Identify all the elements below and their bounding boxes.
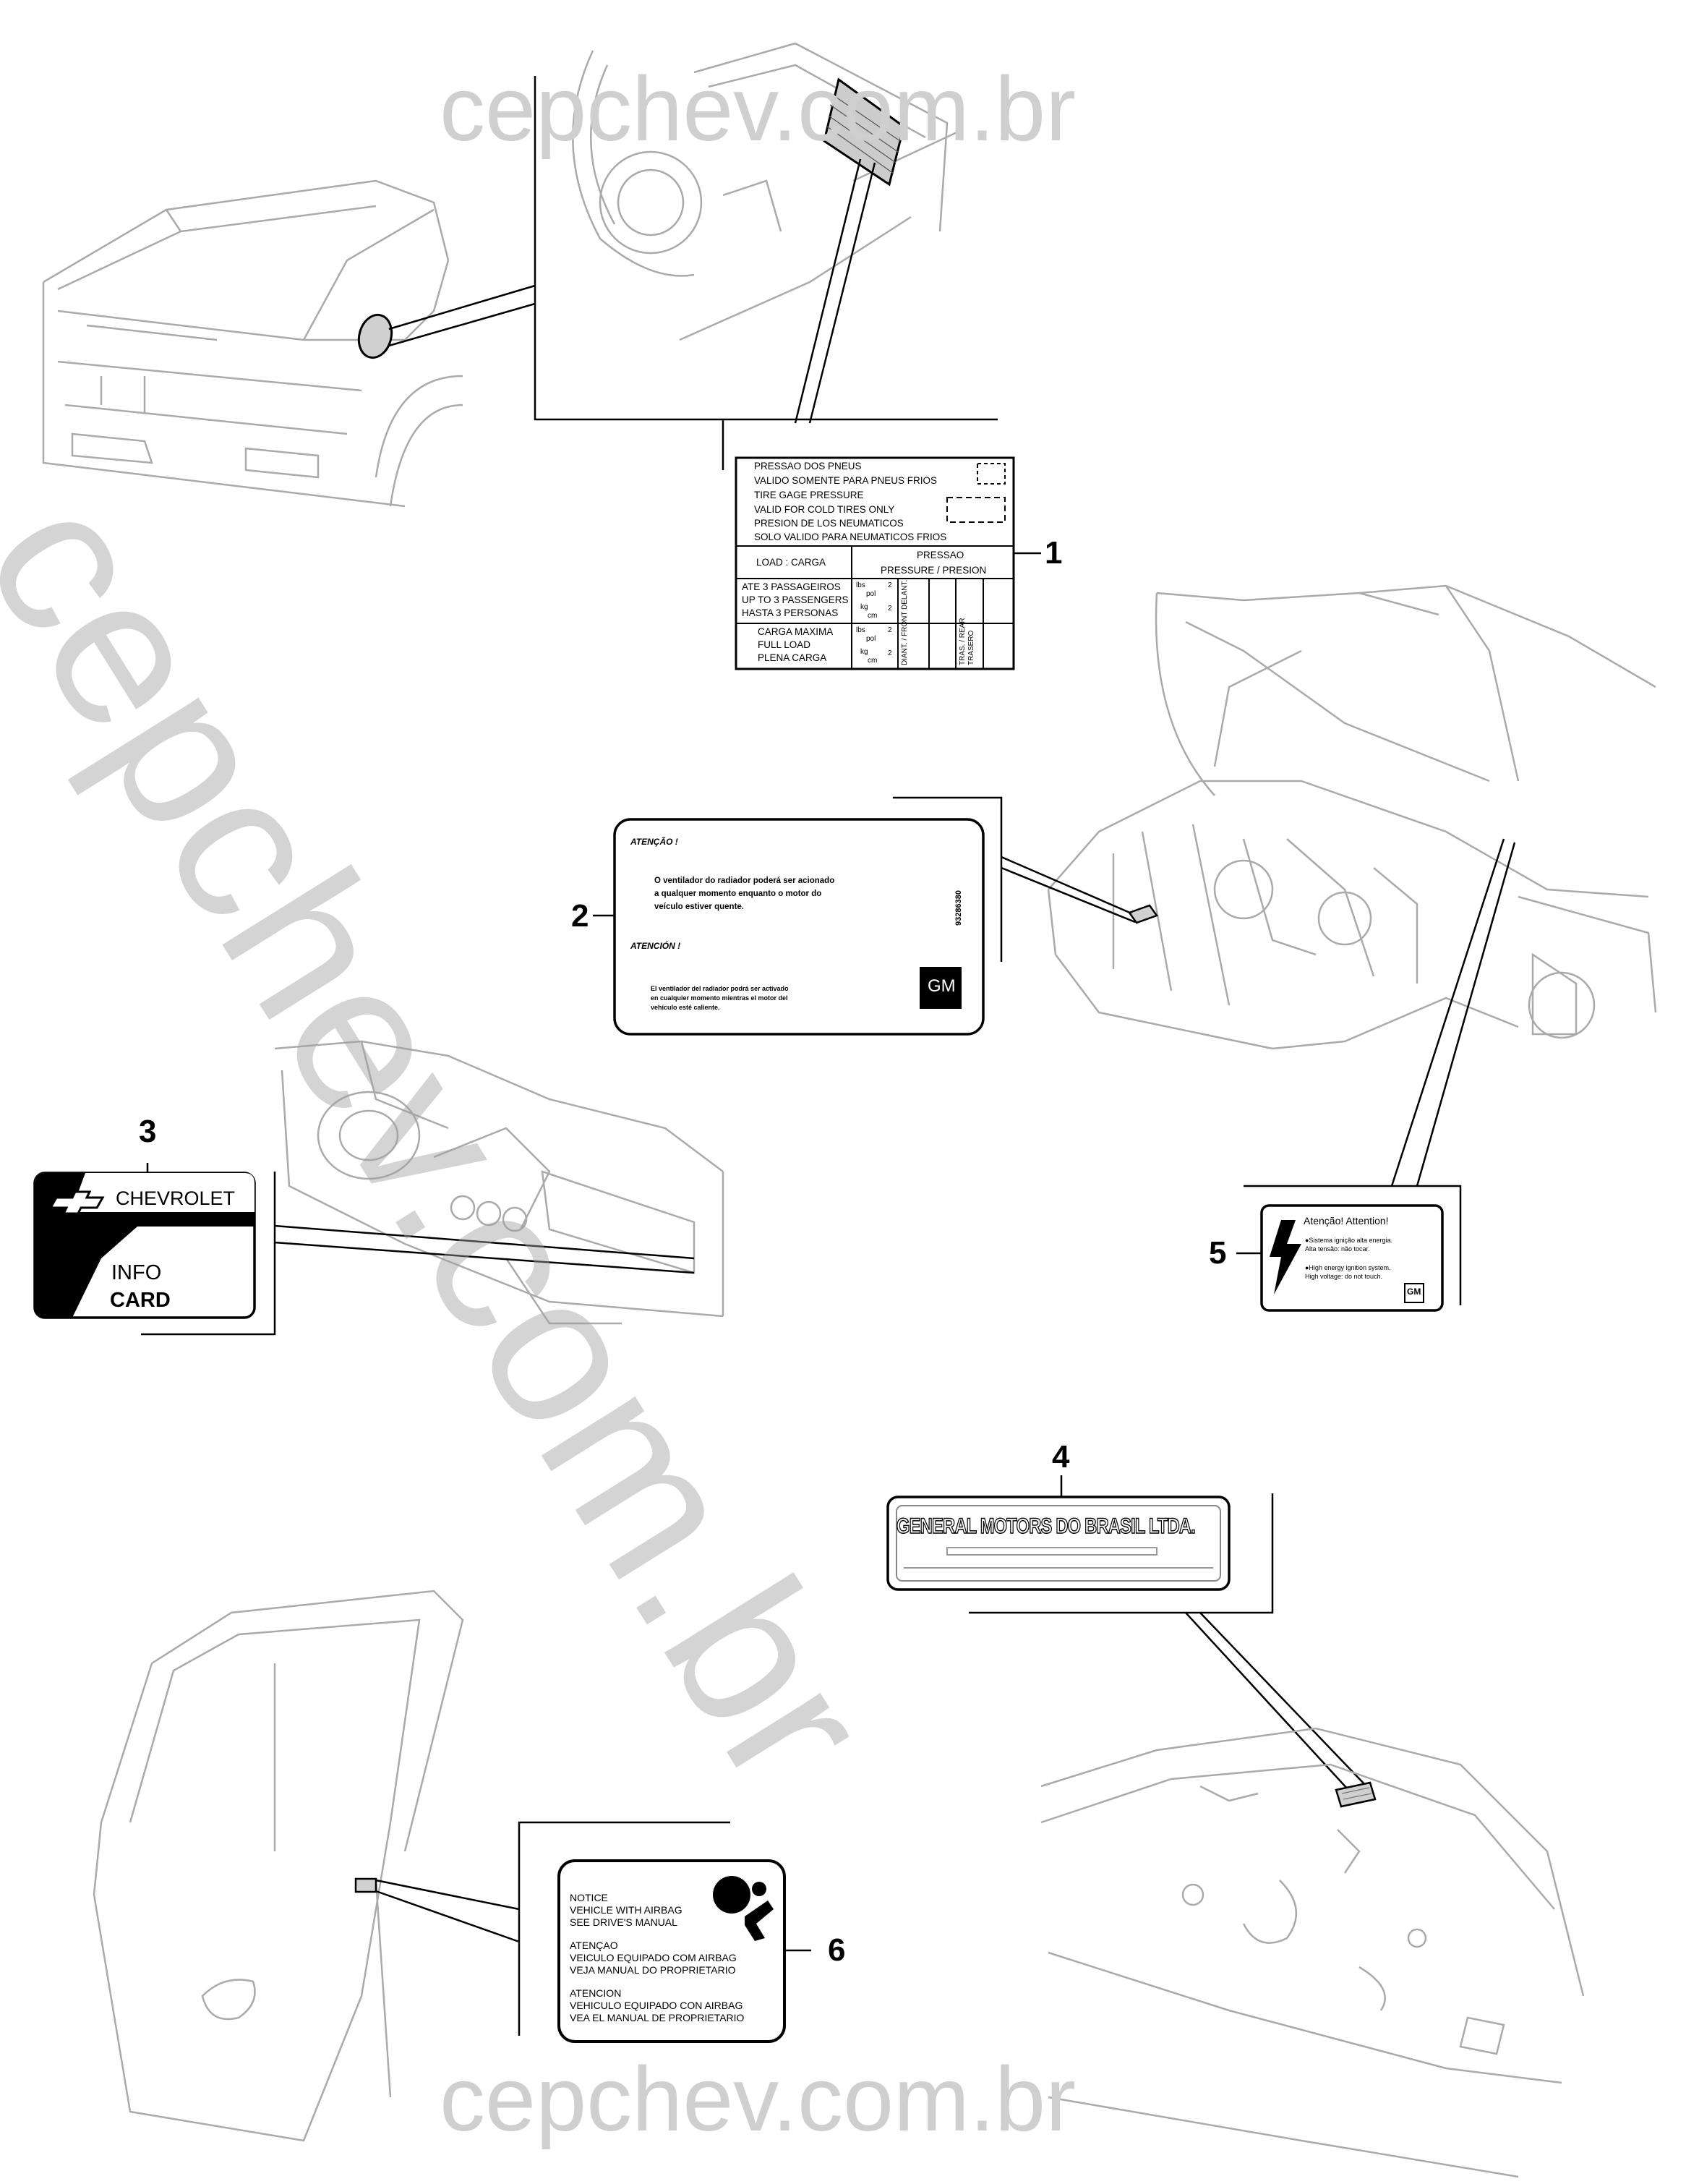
label1-exp-3: 2 (888, 626, 892, 634)
label3-brand: CHEVROLET (116, 1187, 236, 1209)
label1-row2-line2: FULL LOAD (758, 639, 811, 650)
callout-5: 5 (1209, 1235, 1227, 1271)
label1-header-line-3: TIRE GAGE PRESSURE (754, 490, 864, 500)
lightning-bolt-icon (1270, 1220, 1301, 1294)
label1-row1-line1: ATE 3 PASSAGEIROS (742, 581, 841, 592)
label6-atencao-3: VEJA MANUAL DO PROPRIETARIO (570, 1964, 736, 1976)
label1-header-line-6: SOLO VALIDO PARA NEUMATICOS FRIOS (754, 532, 947, 542)
label1-unit-pol-2: pol (866, 635, 876, 643)
label2-body-pt-3: veículo estiver quente. (654, 903, 744, 911)
label6-notice-2: VEHICLE WITH AIRBAG (570, 1904, 682, 1916)
car-front-illustration (42, 179, 463, 508)
airbag-icon (713, 1876, 774, 1941)
label1-unit-kg-1: kg (860, 603, 868, 611)
label2-heading-pt: ATENÇÃO ! (630, 837, 678, 847)
label6-atencion-2: VEHICULO EQUIPADO CON AIRBAG (570, 2000, 743, 2011)
label5-en-2: High voltage: do not touch. (1305, 1273, 1383, 1280)
label1-row2-line1: CARGA MAXIMA (758, 626, 834, 637)
label1-pressure-title: PRESSAO (917, 550, 964, 560)
label1-exp-2: 2 (888, 605, 892, 613)
label1-pressure-sub: PRESSURE / PRESION (881, 565, 987, 576)
callout-1: 1 (1045, 535, 1063, 571)
engine-bay-illustration (1047, 584, 1657, 1050)
label2-body-es-2: en cualquier momento mientras el motor d… (651, 994, 788, 1002)
gm-label-location (1335, 1781, 1377, 1808)
label1-exp-4: 2 (888, 649, 892, 657)
label5-en-1: ●High energy ignition system. (1305, 1264, 1391, 1271)
airbag-label-location (354, 1877, 377, 1893)
label1-unit-lbs-1: lbs (856, 581, 865, 589)
label1-exp-1: 2 (888, 581, 892, 589)
label1-row1-line2: UP TO 3 PASSENGERS (742, 594, 849, 605)
label6-notice-1: NOTICE (570, 1892, 608, 1903)
dashboard-illustration (274, 1040, 724, 1325)
label5-pt-2: Alta tensão: não tocar. (1305, 1245, 1370, 1253)
label2-gm-logo: GM (928, 976, 956, 996)
label2-body-es-3: vehículo esté caliente. (651, 1004, 720, 1011)
label5-pt-1: ●Sistema ignição alta energia. (1305, 1237, 1393, 1244)
label1-unit-cm-2: cm (868, 657, 878, 665)
watermark-top: cepchev.com.br (440, 58, 1077, 160)
label1-row1-line3: HASTA 3 PERSONAS (742, 607, 839, 618)
label2-body-es-1: El ventilador del radiador podrá ser act… (651, 985, 789, 992)
label6-notice-3: SEE DRIVE'S MANUAL (570, 1916, 677, 1928)
label1-header-line-2: VALIDO SOMENTE PARA PNEUS FRIOS (754, 475, 938, 486)
label6-atencion-3: VEA EL MANUAL DE PROPRIETARIO (570, 2012, 745, 2023)
door-illustration (93, 1590, 464, 2142)
trunk-lid-illustration (1040, 1727, 1585, 2178)
label1-row2-line3: PLENA CARGA (758, 652, 827, 663)
callout-3: 3 (139, 1114, 157, 1149)
callout-6: 6 (828, 1932, 846, 1968)
watermark-bottom: cepchev.com.br (440, 2048, 1077, 2150)
gm-brasil-label (886, 1496, 1231, 1591)
label3-line2: CARD (110, 1289, 171, 1312)
label6-atencao-1: ATENÇAO (570, 1940, 618, 1951)
label1-front: DIANT. / FRONT DELANT. (901, 579, 909, 665)
radiator-fan-warning-label (613, 818, 985, 1036)
chevrolet-bowtie-icon (48, 1190, 105, 1215)
label1-unit-kg-2: kg (860, 648, 868, 656)
label1-unit-lbs-2: lbs (856, 626, 865, 634)
label2-part-number: 93286380 (954, 890, 963, 926)
label1-rear: TRAS. / REAR TRASERO (959, 618, 975, 665)
fuel-door-marker (357, 313, 393, 359)
label-5-gm-logo-box (1404, 1283, 1424, 1303)
callout-2: 2 (571, 898, 589, 934)
callout-4: 4 (1052, 1439, 1070, 1475)
label5-gm-logo: GM (1407, 1287, 1421, 1297)
label1-unit-pol-1: pol (866, 590, 876, 598)
label1-header-line-5: PRESION DE LOS NEUMATICOS (754, 518, 904, 529)
label5-title: Atenção! Attention! (1304, 1215, 1389, 1227)
label2-heading-es: ATENCIÓN ! (630, 941, 681, 951)
label1-unit-cm-1: cm (868, 612, 878, 620)
tire-pressure-label (735, 456, 1015, 670)
label1-header-line-4: VALID FOR COLD TIRES ONLY (754, 504, 895, 515)
label2-body-pt-1: O ventilador do radiador poderá ser acio… (654, 876, 835, 885)
label-2-gm-logo-box (920, 967, 962, 1009)
high-voltage-label (1260, 1204, 1444, 1312)
label6-atencion-1: ATENCION (570, 1987, 622, 1999)
label1-load: LOAD : CARGA (756, 557, 826, 568)
label2-body-pt-2: a qualquer momento enquanto o motor do (654, 890, 822, 898)
label1-header-line-1: PRESSAO DOS PNEUS (754, 461, 862, 472)
label4-text: GENERAL MOTORS DO BRASIL LTDA. (896, 1514, 1196, 1538)
tire-pressure-label-location (823, 77, 905, 187)
label3-line1: INFO (111, 1261, 162, 1284)
radiator-fan-label-location (1128, 904, 1158, 924)
label6-atencao-2: VEICULO EQUIPADO COM AIRBAG (570, 1952, 737, 1963)
